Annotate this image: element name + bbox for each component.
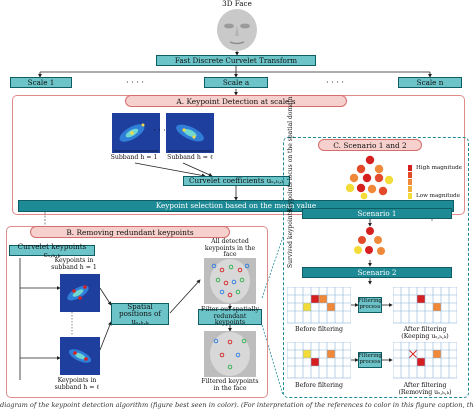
- subband-l-label: Subband h = ℓ: [167, 154, 213, 161]
- grid-after-2: [393, 342, 457, 379]
- subband-1-label: Subband h = 1: [110, 154, 158, 161]
- keypoints-subband-1-label: Keypoints in subband h = 1: [51, 257, 97, 271]
- scale-n-box: Scale n: [398, 77, 462, 88]
- subband-dots: · · · ·: [153, 126, 171, 135]
- section-c-title: C. Scenario 1 and 2: [318, 139, 422, 151]
- before-filtering-1-label: Before filtering: [295, 326, 343, 333]
- face-title: 3D Face: [222, 0, 252, 8]
- scale-1-box: Scale 1: [10, 77, 72, 88]
- subband-l-image: [166, 113, 214, 153]
- curvelet-coefficients-box: Curvelet coefficients uₛ,ₕ,ₖ: [183, 176, 290, 186]
- spatial-positions-box: Spatial positions of uₛ,ₕ,ₖ: [111, 302, 169, 325]
- section-c: [283, 137, 469, 398]
- subband-1-image: [112, 113, 160, 153]
- filtering-process-1: Filtering process: [358, 297, 382, 313]
- keypoints-locus-label: Keypoints locus on the spatial domain: [287, 96, 294, 213]
- scale-dots-right: · · · ·: [326, 78, 344, 87]
- grid-before-2: [287, 342, 351, 379]
- before-filtering-2-label: Before filtering: [295, 382, 343, 389]
- low-magnitude-label: Low magnitude: [416, 193, 461, 199]
- after-filtering-1-label: After filtering (Keeping uₛ,ₕ,ₖ): [401, 326, 449, 340]
- filtering-process-2: Filtering process: [358, 352, 382, 368]
- keypoints-subband-1-image: [60, 274, 100, 312]
- keypoints-cluster-1: [345, 155, 394, 200]
- filter-out-box: Filter out spatially redundant keypoints: [198, 306, 262, 326]
- face-image: [217, 9, 257, 51]
- survived-keypoints-label: Survived keypoints: [287, 209, 294, 268]
- grid-after-1: [393, 287, 457, 324]
- figure-caption: diagram of the keypoint detection algori…: [0, 401, 474, 409]
- scenario-2-bar: Scenario 2: [302, 267, 452, 278]
- keypoints-cluster-2: [354, 227, 385, 255]
- all-detected-face-image: [204, 258, 256, 304]
- keypoints-subband-l-label: Keypoints in subband h = ℓ: [54, 377, 100, 391]
- curvelet-keypoints-box: Curvelet keypoints cₛ,ₕ,ₖ: [9, 243, 95, 258]
- section-b-title: B. Removing redundant keypoints: [30, 226, 230, 238]
- after-filtering-2-label: After filtering (Removing uₛ,ₕ,ₖ): [398, 382, 452, 396]
- scale-a-box: Scale a: [204, 77, 268, 88]
- high-magnitude-label: High magnitude: [416, 165, 462, 171]
- filtered-keypoints-label: Filtered keypoints in the face: [201, 378, 259, 392]
- magnitude-legend: [408, 165, 412, 199]
- grid-before-1: [287, 287, 351, 324]
- scale-dots-left: · · · ·: [126, 78, 144, 87]
- keypoints-subband-l-image: [60, 337, 100, 375]
- scenario-1-bar: Scenario 1: [302, 208, 452, 219]
- section-a-title: A. Keypoint Detection at scale s: [125, 95, 347, 107]
- filtered-face-image: [204, 331, 256, 377]
- all-detected-label: All detected keypoints in the face: [204, 238, 256, 258]
